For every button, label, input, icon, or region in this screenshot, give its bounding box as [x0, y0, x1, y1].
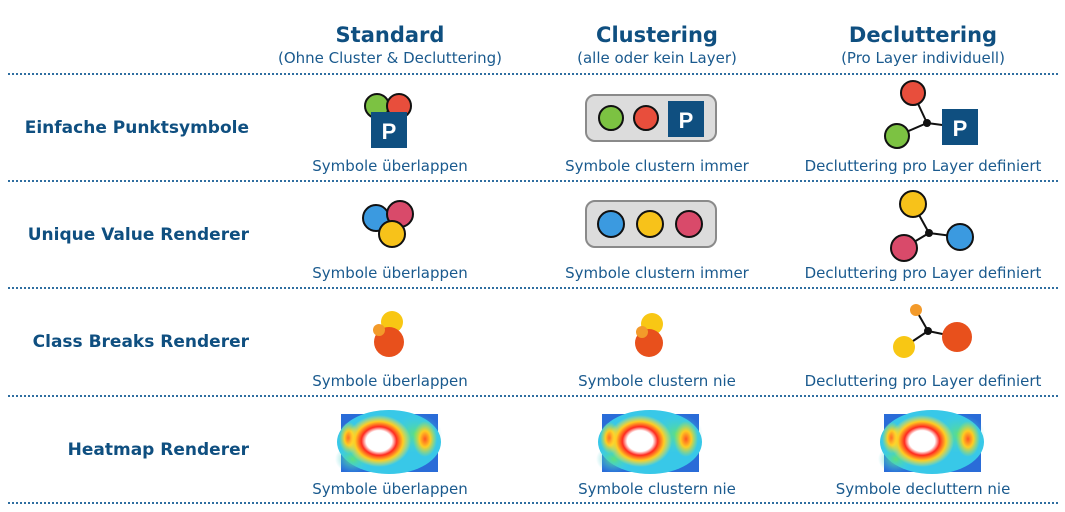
class-breaks-symbols-not-clustered [635, 313, 663, 357]
column-title: Clustering [596, 23, 718, 47]
blue-circle-icon [597, 210, 625, 238]
caption-standard: Symbole überlappen [312, 264, 468, 282]
parking-icon [668, 101, 704, 137]
decluttered-unique-value-symbols [890, 190, 974, 262]
caption-decluttering: Decluttering pro Layer definiert [804, 264, 1042, 282]
row-separator [8, 73, 1058, 75]
clustered-unique-value-symbols [585, 200, 717, 248]
caption-clustering: Symbole clustern nie [578, 480, 736, 498]
row-label-unique-value-renderer: Unique Value Renderer [27, 225, 249, 245]
yellow-circle-icon [893, 336, 915, 358]
column-title: Decluttering [848, 23, 998, 47]
row-label-class-breaks-renderer: Class Breaks Renderer [32, 332, 249, 352]
column-subtitle: (Pro Layer individuell) [841, 49, 1005, 67]
clustered-point-symbols: P [585, 94, 717, 142]
caption-clustering: Symbole clustern immer [565, 157, 749, 175]
caption-standard: Symbole überlappen [312, 157, 468, 175]
yellow-circle-icon [636, 210, 664, 238]
center-dot [925, 229, 933, 237]
orange-red-circle-icon [942, 322, 972, 352]
yellow-circle-icon [899, 190, 927, 218]
row-separator [8, 502, 1058, 504]
row-label-heatmap-renderer: Heatmap Renderer [67, 440, 249, 460]
orange-dot-icon [373, 324, 385, 336]
center-dot [923, 119, 931, 127]
heatmap-standard-image [335, 410, 442, 474]
decluttered-class-breaks-symbols [893, 304, 972, 358]
column-header-clustering: Clustering (alle oder kein Layer) [517, 22, 797, 68]
crimson-circle-icon [890, 234, 918, 262]
heatmap-clustering-image [596, 410, 703, 474]
caption-clustering: Symbole clustern nie [578, 372, 736, 390]
heatmap-warm-zone [413, 421, 437, 457]
decluttered-point-symbols: P [884, 80, 978, 149]
caption-standard: Symbole überlappen [312, 480, 468, 498]
row-separator [8, 180, 1058, 182]
center-dot [924, 327, 932, 335]
caption-decluttering: Decluttering pro Layer definiert [804, 372, 1042, 390]
caption-decluttering: Symbole decluttern nie [835, 480, 1011, 498]
overlapping-class-breaks-symbols [373, 311, 404, 357]
green-circle-icon [884, 123, 910, 149]
parking-letter: P [382, 119, 397, 144]
red-circle-icon [900, 80, 926, 106]
yellow-circle-icon [378, 220, 406, 248]
row-separator [8, 287, 1058, 289]
caption-decluttering: Decluttering pro Layer definiert [804, 157, 1042, 175]
overlapping-point-symbols: P [364, 93, 412, 148]
column-title: Standard [335, 23, 445, 47]
heatmap-decluttering-image [878, 410, 985, 474]
caption-standard: Symbole überlappen [312, 372, 468, 390]
green-circle-icon [598, 105, 624, 131]
caption-clustering: Symbole clustern immer [565, 264, 749, 282]
heatmap-warm-zone [956, 421, 980, 457]
column-header-standard: Standard (Ohne Cluster & Decluttering) [250, 22, 530, 68]
orange-dot-icon [910, 304, 922, 316]
heatmap-hotspot [608, 415, 672, 467]
blue-circle-icon [946, 223, 974, 251]
parking-letter: P [953, 116, 968, 141]
column-subtitle: (alle oder kein Layer) [577, 49, 737, 67]
orange-dot-icon [636, 326, 648, 338]
row-separator [8, 395, 1058, 397]
red-circle-icon [633, 105, 659, 131]
overlapping-unique-value-symbols [362, 200, 414, 248]
heatmap-hotspot [347, 415, 411, 467]
parking-icon [371, 112, 407, 148]
crimson-circle-icon [675, 210, 703, 238]
row-label-einfache-punktsymbole: Einfache Punktsymbole [24, 118, 249, 138]
column-subtitle: (Ohne Cluster & Decluttering) [277, 49, 503, 67]
column-header-decluttering: Decluttering (Pro Layer individuell) [783, 22, 1063, 68]
parking-icon [942, 109, 978, 145]
parking-letter: P [679, 108, 694, 133]
heatmap-hotspot [890, 415, 954, 467]
heatmap-warm-zone [674, 421, 698, 457]
